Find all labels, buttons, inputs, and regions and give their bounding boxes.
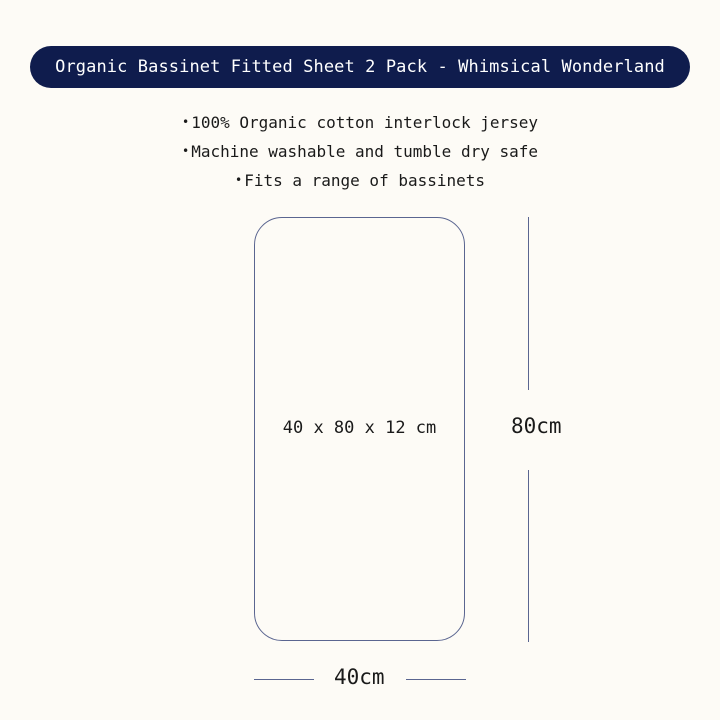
bullet-icon: •	[181, 115, 190, 129]
bullet-icon: •	[234, 173, 243, 187]
sheet-outline: 40 x 80 x 12 cm	[254, 217, 465, 641]
dimensions-label: 40 x 80 x 12 cm	[282, 418, 437, 438]
feature-text: 100% Organic cotton interlock jersey	[191, 113, 538, 132]
feature-item: •Machine washable and tumble dry safe	[0, 137, 720, 166]
feature-text: Fits a range of bassinets	[244, 171, 486, 190]
width-label: 40cm	[334, 665, 385, 689]
length-label: 80cm	[511, 414, 562, 438]
bullet-icon: •	[181, 144, 190, 158]
feature-item: •100% Organic cotton interlock jersey	[0, 108, 720, 137]
feature-list: •100% Organic cotton interlock jersey •M…	[0, 108, 720, 195]
feature-text: Machine washable and tumble dry safe	[191, 142, 538, 161]
width-line-left	[254, 679, 314, 681]
feature-item: •Fits a range of bassinets	[0, 166, 720, 195]
width-line-right	[406, 679, 466, 681]
title-banner: Organic Bassinet Fitted Sheet 2 Pack - W…	[30, 46, 690, 88]
product-title: Organic Bassinet Fitted Sheet 2 Pack - W…	[55, 57, 665, 77]
length-line-bottom	[528, 470, 530, 642]
length-line-top	[528, 217, 530, 390]
